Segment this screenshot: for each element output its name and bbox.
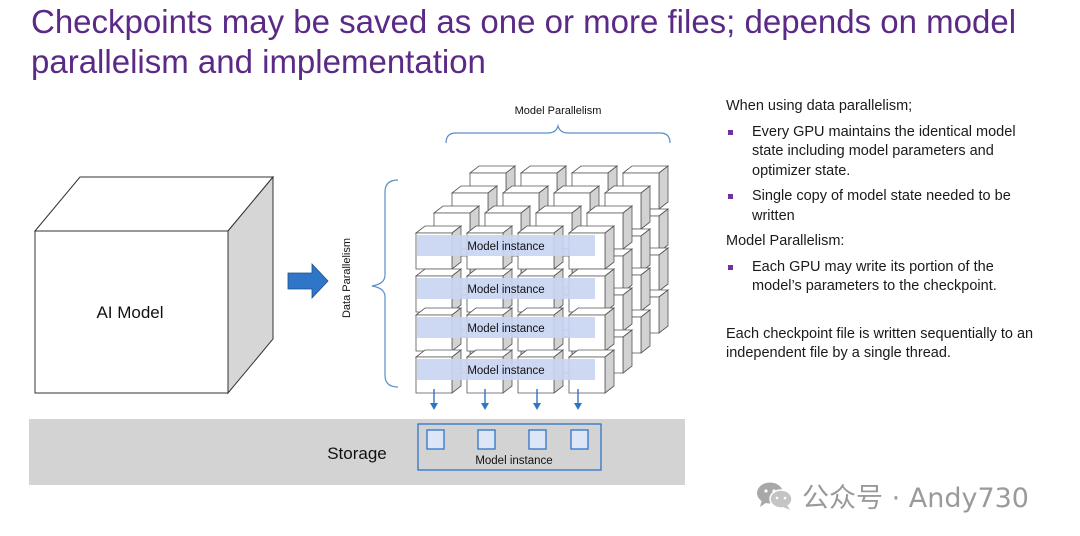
model-instance-label: Model instance (467, 323, 544, 335)
checkpoint-note: Each checkpoint file is written sequenti… (726, 325, 1034, 362)
down-arrow-icon (574, 389, 582, 410)
model-parallelism-heading: Model Parallelism: (726, 233, 845, 249)
model-instance-label: Model instance (467, 284, 544, 296)
model-instance-band (417, 278, 595, 299)
bullet-text: Single copy of model state needed to be … (752, 188, 1011, 224)
down-arrow-icon (430, 389, 438, 410)
data-parallelism-bullets: Every GPU maintains the identical model … (726, 123, 1046, 227)
data-parallelism-brace: Data Parallelism (341, 179, 399, 388)
model-instance-label: Model instance (467, 241, 544, 253)
wechat-icon (757, 482, 793, 510)
storage-label: Storage (327, 444, 387, 463)
storage-instance-box (417, 423, 602, 471)
model-parallelism-bullets: Each GPU may write its portion of the mo… (726, 258, 1046, 297)
model-instance-band (417, 359, 595, 380)
model-instance-band (417, 235, 595, 256)
ai-model-cube: AI Model (33, 175, 275, 395)
checkpoint-file-icon (477, 429, 496, 450)
storage-band: Storage Model instance (29, 419, 685, 485)
checkpoint-file-icon (570, 429, 589, 450)
bullet-item: Each GPU may write its portion of the mo… (726, 258, 1046, 297)
watermark-text: 公众号 · Andy730 (802, 483, 1029, 514)
bullet-item: Single copy of model state needed to be … (726, 187, 1046, 226)
model-instance-band (417, 317, 595, 338)
checkpoint-file-icon (426, 429, 445, 450)
model-instance-label: Model instance (467, 365, 544, 377)
gpu-cube (567, 225, 616, 270)
write-arrows (430, 389, 582, 410)
gpu-cube (567, 349, 616, 394)
checkpoint-file-icon (528, 429, 547, 450)
explanation-panel: When using data parallelism; Every GPU m… (726, 97, 1046, 364)
data-parallelism-heading: When using data parallelism; (726, 98, 913, 114)
down-arrow-icon (533, 389, 541, 410)
data-parallelism-label: Data Parallelism (341, 238, 353, 318)
watermark: 公众号 · Andy730 (756, 476, 1029, 515)
bullet-text: Each GPU may write its portion of the mo… (752, 258, 997, 295)
bullet-text: Every GPU maintains the identical model … (752, 123, 1016, 179)
bullet-icon (728, 264, 733, 270)
bullet-icon (728, 129, 733, 135)
model-parallelism-brace: Model Parallelism (445, 105, 671, 144)
storage-instance-label: Model instance (475, 455, 552, 467)
arrow-right-icon (287, 262, 329, 300)
slide-title: Checkpoints may be saved as one or more … (31, 3, 1017, 80)
ai-model-label: AI Model (96, 303, 163, 322)
instance-bands: Model instance Model instance Model inst… (417, 235, 595, 380)
checkpoint-diagram: AI Model Model Parallelism Data Parallel… (29, 105, 685, 485)
bullet-icon (728, 194, 733, 199)
bullet-item: Every GPU maintains the identical model … (726, 123, 1046, 182)
model-parallelism-label: Model Parallelism (515, 105, 602, 117)
down-arrow-icon (481, 389, 489, 410)
